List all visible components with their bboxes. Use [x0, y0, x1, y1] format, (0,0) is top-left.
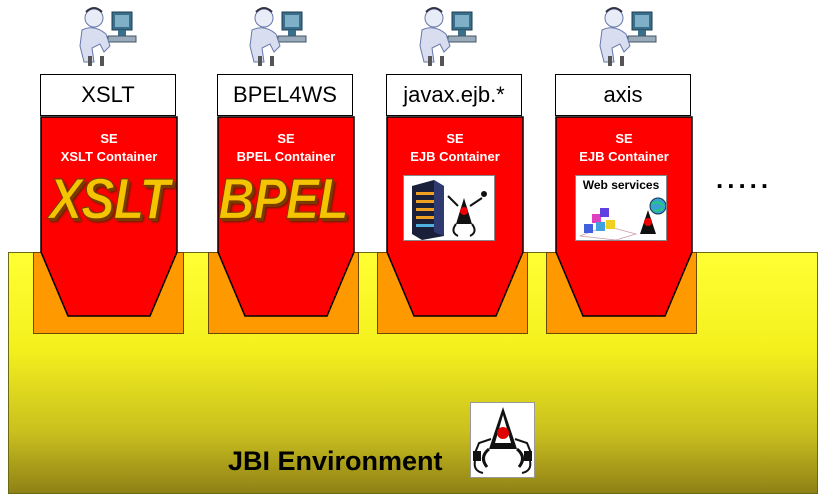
container-title: SE BPEL Container — [217, 130, 355, 166]
se-label: SE — [277, 131, 295, 146]
container-title: SE EJB Container — [555, 130, 693, 166]
user-at-computer-icon — [599, 7, 657, 66]
container-label: BPEL4WS — [217, 74, 353, 116]
se-label: SE — [615, 131, 633, 146]
xslt-logo: XSLT — [48, 166, 170, 232]
container-title: SE EJB Container — [386, 130, 524, 166]
container-label: XSLT — [40, 74, 176, 116]
web-services-duke-icon: Web services — [575, 175, 667, 241]
container-name: EJB Container — [579, 149, 669, 164]
environment-title: JBI Environment — [228, 446, 443, 476]
duke-plug-icon — [470, 402, 535, 478]
service-engine-container — [40, 116, 178, 317]
user-at-computer-icon — [249, 7, 307, 66]
se-label: SE — [446, 131, 464, 146]
user-at-computer-icon — [419, 7, 477, 66]
container-title: SE XSLT Container — [40, 130, 178, 166]
container-label: axis — [555, 74, 691, 116]
user-at-computer-icon — [79, 7, 137, 66]
service-engine-container — [217, 116, 355, 317]
server-duke-icon — [403, 175, 495, 241]
container-label: javax.ejb.* — [386, 74, 522, 116]
se-label: SE — [100, 131, 118, 146]
web-services-caption: Web services — [582, 178, 660, 192]
container-name: XSLT Container — [60, 149, 158, 164]
container-name: EJB Container — [410, 149, 500, 164]
more-containers-ellipsis: ..... — [716, 164, 773, 194]
bpel-logo: BPEL — [218, 166, 349, 232]
container-name: BPEL Container — [236, 149, 336, 164]
